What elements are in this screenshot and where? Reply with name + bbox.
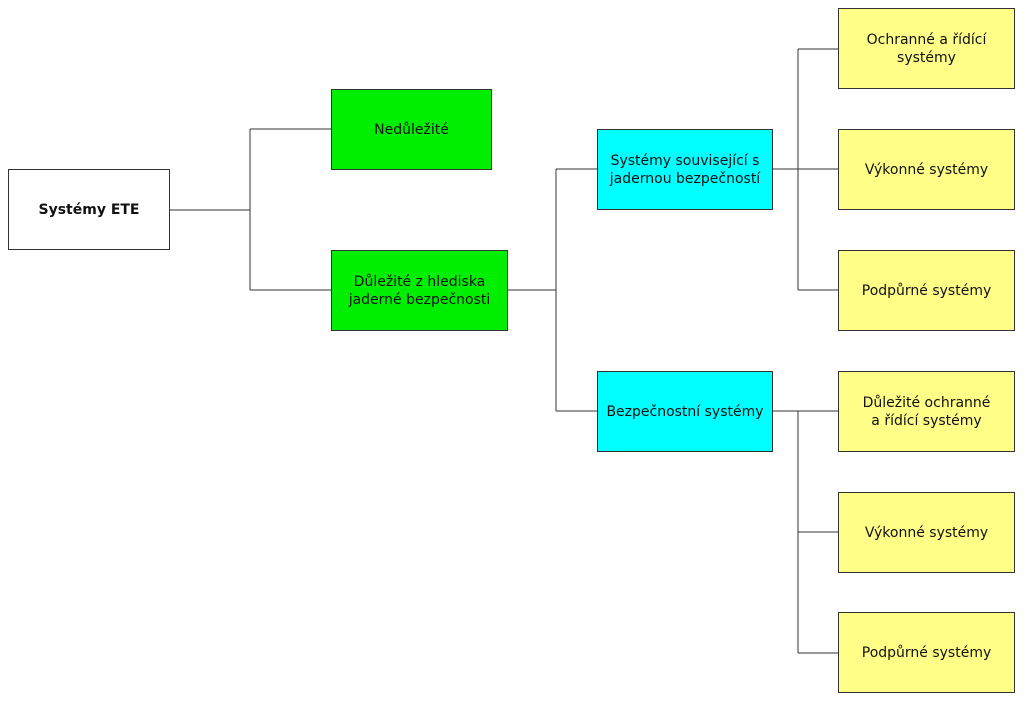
node-unimportant: Nedůležité <box>331 89 492 170</box>
node-safety-related-systems: Systémy související s jadernou bezpečnos… <box>597 129 773 210</box>
node-label: Bezpečnostní systémy <box>606 403 764 420</box>
node-label: Výkonné systémy <box>864 161 989 178</box>
node-related-protection-control: Ochranné a řídící systémy <box>838 8 1015 89</box>
node-label: Podpůrné systémy <box>861 644 992 661</box>
node-label: Systémy související s jadernou bezpečnos… <box>609 152 761 187</box>
node-related-support: Podpůrné systémy <box>838 250 1015 331</box>
node-safety-important: Důležité z hlediska jaderné bezpečnosti <box>331 250 508 331</box>
node-safety-executive: Výkonné systémy <box>838 492 1015 573</box>
node-label: Výkonné systémy <box>864 524 989 541</box>
node-related-executive: Výkonné systémy <box>838 129 1015 210</box>
node-label: Podpůrné systémy <box>861 282 992 299</box>
node-label: Nedůležité <box>374 121 449 138</box>
node-safety-systems: Bezpečnostní systémy <box>597 371 773 452</box>
node-label: Systémy ETE <box>38 201 140 218</box>
node-label: Důležité z hlediska jaderné bezpečnosti <box>348 273 491 308</box>
node-safety-protection-control: Důležité ochranné a řídící systémy <box>838 371 1015 452</box>
node-label: Ochranné a řídící systémy <box>866 31 987 66</box>
node-label: Důležité ochranné a řídící systémy <box>862 394 991 429</box>
node-safety-support: Podpůrné systémy <box>838 612 1015 693</box>
node-systems-ete: Systémy ETE <box>8 169 170 250</box>
